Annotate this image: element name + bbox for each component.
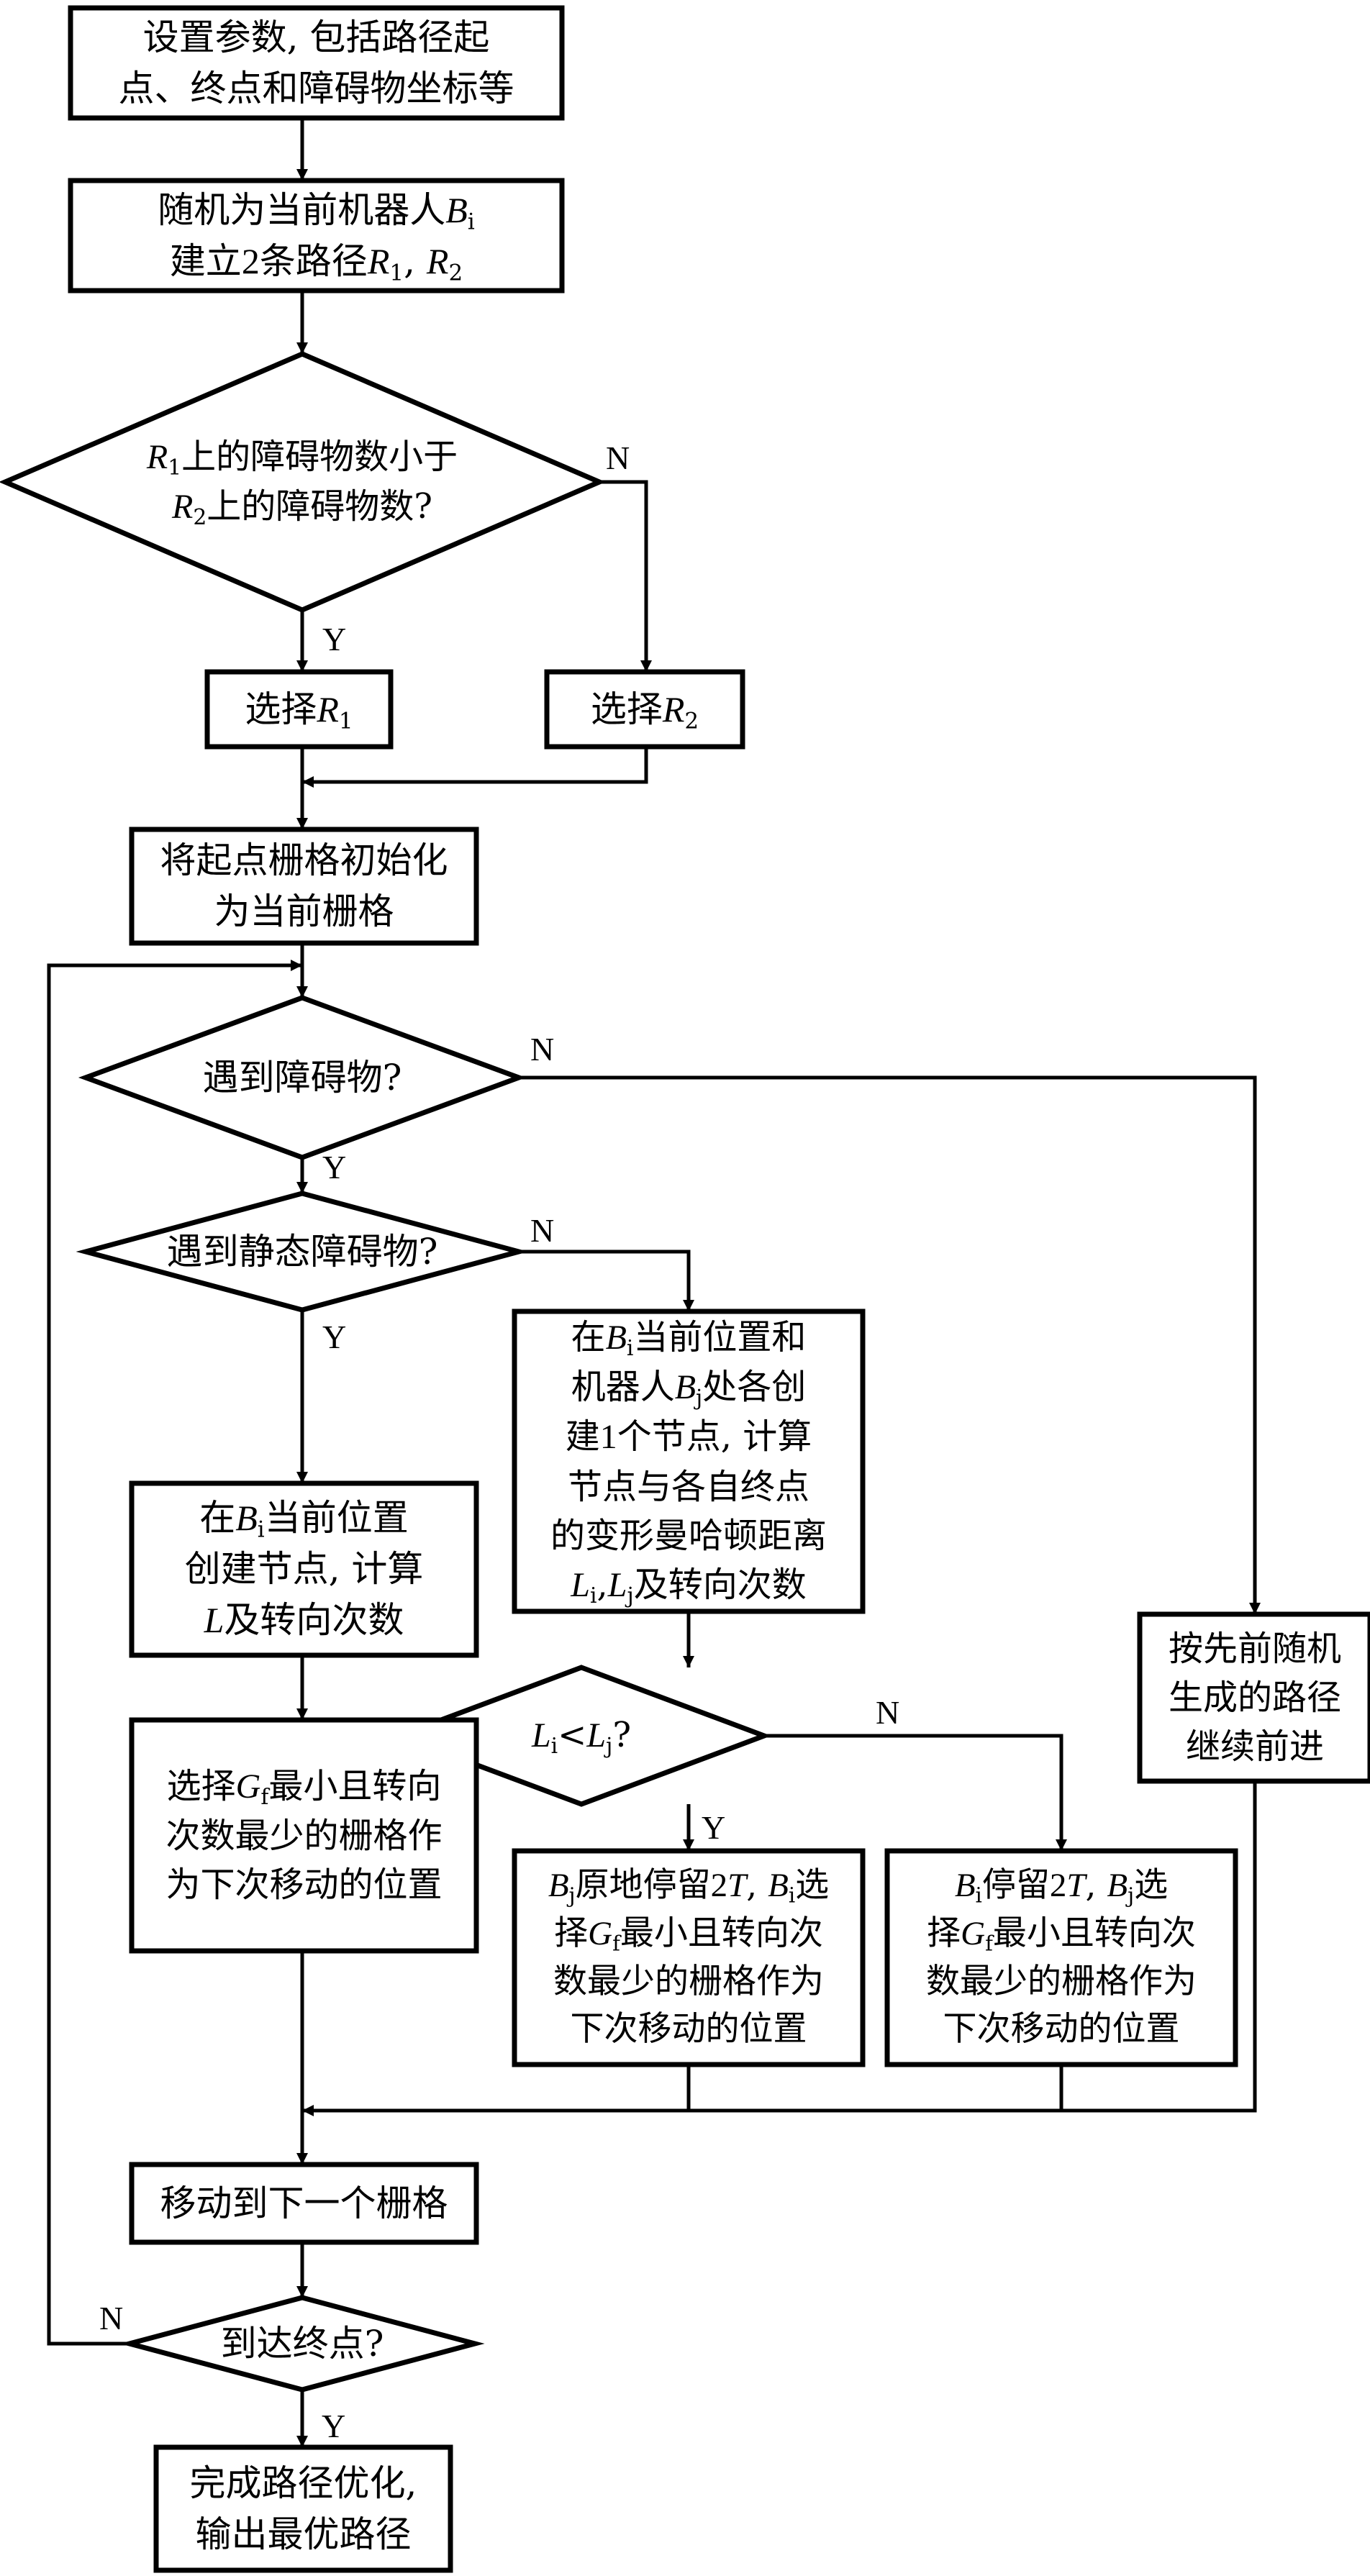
process-box-n12	[129, 2162, 479, 2245]
process-box-n9	[129, 1717, 479, 1954]
process-box-n4	[544, 669, 745, 750]
no-label-d1-n4: N	[606, 440, 630, 476]
process-text-n1: 设置参数, 包括路径起点、终点和障碍物坐标等	[118, 16, 514, 109]
decision-text-d3: 遇到静态障碍物?	[166, 1230, 438, 1273]
process-text-n3: 选择R1	[245, 688, 353, 734]
process-text-n13: 完成路径优化,输出最优路径	[189, 2462, 417, 2555]
yes-label-d3-n7: Y	[322, 1319, 347, 1355]
connector-d5-loop	[47, 959, 302, 2346]
yes-label-d1-n3: Y	[322, 621, 347, 657]
process-text-n4: 选择R2	[590, 688, 699, 734]
connector-d3-n6	[519, 1250, 695, 1311]
process-text-n10: Bj原地停留2T, Bi选择Gf最小且转向次数最少的栅格作为下次移动的位置	[548, 1865, 830, 2049]
process-text-n9: 选择Gf最小且转向次数最少的栅格作为下次移动的位置	[165, 1765, 443, 1906]
process-box-n3	[204, 669, 394, 750]
decision-text-d5: 到达终点?	[220, 2322, 384, 2365]
decision-text-d2: 遇到障碍物?	[202, 1056, 402, 1098]
process-text-n8: 按先前随机生成的路径继续前进	[1168, 1628, 1341, 1767]
process-box-n10	[512, 1848, 866, 2067]
yes-label-d4-n10: Y	[702, 1809, 726, 1846]
process-text-n6: 在Bi当前位置和机器人Bj处各创建1个节点, 计算节点与各自终点的变形曼哈顿距离…	[550, 1317, 827, 1608]
connector-d4-n11	[764, 1734, 1068, 1851]
process-box-n2	[68, 178, 565, 293]
process-box-n13	[153, 2444, 453, 2573]
connector-n8-merge	[302, 1781, 1257, 2117]
connector-d2-n8	[519, 1075, 1261, 1614]
process-text-n11: Bi停留2T, Bj选择Gf最小且转向次数最少的栅格作为下次移动的位置	[926, 1865, 1197, 2049]
process-box-n1	[68, 5, 565, 121]
no-label-d3-n6: N	[530, 1212, 555, 1249]
connector-n4-merge	[302, 747, 648, 788]
decision-text-d4: Li<Lj?	[531, 1715, 632, 1760]
process-text-n5: 将起点栅格初始化为当前栅格	[160, 839, 448, 932]
no-label-d2-n8: N	[530, 1031, 555, 1068]
no-label-d5-d2: N	[99, 2300, 124, 2336]
decision-diamond-d4	[391, 1665, 771, 1807]
no-label-d4-n11: N	[876, 1694, 900, 1731]
connector-d1-n4	[599, 480, 653, 672]
process-text-n12: 移动到下一个栅格	[160, 2182, 448, 2224]
yes-label-d5-n13: Y	[322, 2408, 346, 2444]
yes-label-d2-d3: Y	[322, 1149, 347, 1185]
